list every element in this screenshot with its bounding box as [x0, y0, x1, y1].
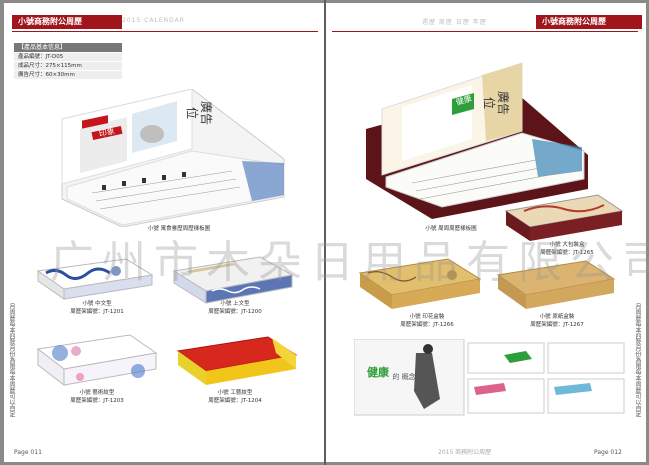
left-header-line: [12, 31, 318, 32]
right-footer-center: 2015 商務附公周歷: [438, 449, 492, 456]
spec-table: 【產品基本信息】 產品編號：JT-D05 成品尺寸：275×115mm 廣告尺寸…: [14, 43, 122, 80]
left-side-text: 月周歷每本四款月份為限每本周歷可以自定: [8, 303, 15, 417]
calendar-pages-strip-image: [354, 339, 625, 416]
left-page: 小號商務附公周歷 2015 CALENDAR 【產品基本信息】 產品編號：JT-…: [4, 3, 324, 462]
product-2-label: 小號 上文型: [220, 301, 250, 307]
right-header-title: 小號商務附公周歷: [536, 15, 642, 29]
right-product-2-label: 小號 原紙盒裝: [539, 314, 575, 320]
left-page-number: Page 011: [14, 449, 42, 456]
spec-row-ad-size: 廣告尺寸：60×30mm: [14, 71, 122, 79]
product-box-craft-image: [176, 336, 298, 385]
right-header-sub: 週歷 周歷 日歷 年歷: [422, 19, 487, 26]
main-caption: 小號 寓食臺歷周歷樣板圖: [147, 226, 211, 232]
strip-sub-text: 的 概念: [392, 373, 416, 381]
right-page: 週歷 周歷 日歷 年歷 小號商務附公周歷 廣告位 健康 小號 周周周歷樣板圖 小…: [326, 3, 646, 462]
spec-row-size: 成品尺寸：275×115mm: [14, 62, 122, 70]
strip-brand-text: 健康: [367, 366, 389, 379]
product-box-chinese-image: [36, 258, 154, 300]
right-page-number: Page 012: [594, 449, 622, 456]
right-main-caption: 小號 周周周歷樣板圖: [425, 226, 477, 232]
spec-row-code: 產品編號：JT-D05: [14, 53, 122, 61]
product-3-code: 周歷架編號：JT-1203: [70, 398, 124, 404]
product-box-art-image: [36, 334, 158, 387]
right-product-1-label: 小號 印花盒裝: [409, 314, 445, 320]
right-product-2-code: 周歷架編號：JT-1267: [530, 322, 584, 328]
right-main-calendar-image: [366, 62, 588, 219]
left-header-title: 小號商務附公周歷: [12, 15, 122, 29]
product-1-code: 周歷架編號：JT-1201: [70, 309, 124, 315]
left-header-sub: 2015 CALENDAR: [122, 17, 185, 24]
page-gutter: [324, 0, 326, 465]
big-box-code: 周歷架編號：JT-1265: [540, 250, 594, 256]
right-header-line: [332, 31, 638, 32]
right-side-text: 月周歷每本四款月份為限每本周歷可以自定: [634, 303, 641, 417]
printed-box-image: [358, 258, 482, 309]
product-4-label: 小號 工藝紋型: [217, 390, 253, 396]
right-main-ad-text: 廣告位: [482, 90, 510, 115]
big-box-label: 小號 大包裝盒: [549, 242, 585, 248]
product-3-label: 小號 藝術紋型: [79, 390, 115, 396]
right-product-1-code: 周歷架編號：JT-1266: [400, 322, 454, 328]
main-ad-text: 廣告位: [185, 100, 213, 125]
product-1-label: 小號 中文型: [82, 301, 112, 307]
product-box-upper-image: [172, 256, 294, 304]
company-watermark: 广州市木朵日用品有限公司: [50, 237, 649, 288]
product-2-code: 周歷架編號：JT-1200: [208, 309, 262, 315]
spec-title: 【產品基本信息】: [14, 43, 122, 52]
big-box-image: [504, 194, 624, 241]
product-4-code: 周歷架編號：JT-1204: [208, 398, 262, 404]
main-desk-calendar-image: [61, 89, 285, 227]
plain-box-image: [496, 260, 616, 309]
